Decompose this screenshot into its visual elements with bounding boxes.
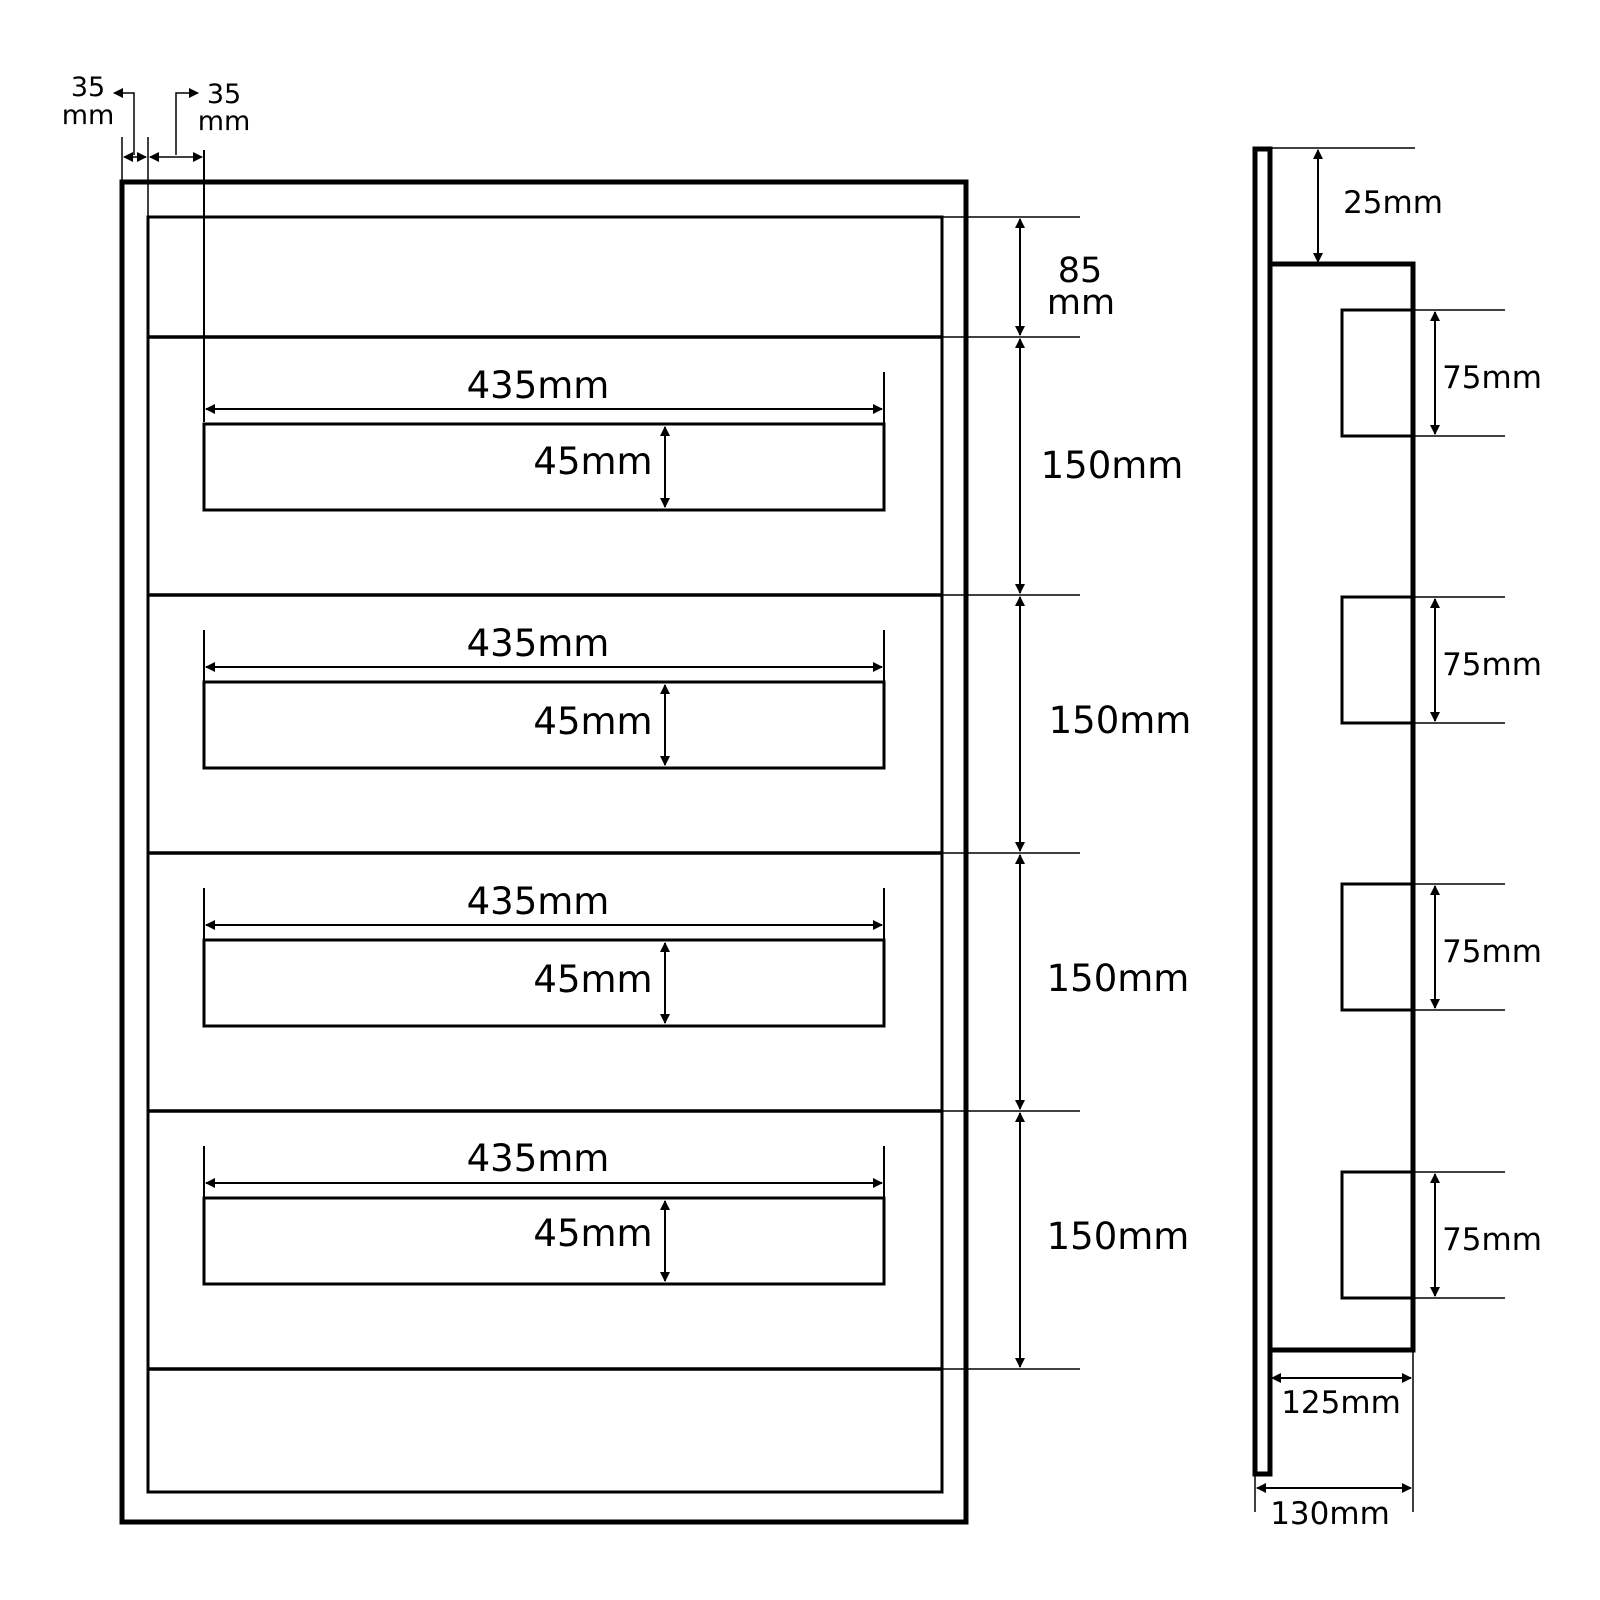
- shelf-depth-label: 45mm: [533, 1212, 652, 1255]
- spacing-label-1: 150mm: [1041, 444, 1184, 487]
- shelf-depth-label: 45mm: [533, 440, 652, 483]
- depth-dimensions: 125mm 130mm: [1254, 1350, 1414, 1532]
- spacing-label-4: 150mm: [1047, 1215, 1190, 1258]
- side-body: [1267, 261, 1416, 1353]
- shelf-slot: [202, 1196, 886, 1286]
- margin-outer-value: 35: [71, 72, 105, 103]
- shelf-2: 435mm 45mm: [202, 622, 886, 770]
- shelf-slot: [202, 680, 886, 770]
- top-band-value: 85: [1058, 251, 1103, 291]
- total-depth-label: 130mm: [1270, 1496, 1390, 1532]
- bracket-1: [1340, 308, 1415, 438]
- vertical-dimensions: 85 mm 150mm 150mm 150mm 150mm: [942, 216, 1192, 1370]
- shelf-3: 435mm 45mm: [202, 880, 886, 1028]
- shelf-slot: [202, 422, 886, 512]
- shelf-depth-label: 45mm: [533, 958, 652, 1001]
- bracket-4: [1340, 1170, 1415, 1300]
- side-view: 25mm 75mm 75mm 75mm 75mm 125mm: [1252, 146, 1542, 1532]
- outer-frame: [119, 179, 969, 1525]
- inner-depth-label: 125mm: [1281, 1385, 1401, 1421]
- shelf-width-label: 435mm: [467, 622, 610, 665]
- bracket-label-1: 75mm: [1442, 360, 1542, 396]
- left-margin-dimensions: 35 mm 35 mm: [62, 72, 251, 422]
- bracket-2: [1340, 595, 1415, 725]
- margin-inner-value: 35: [207, 79, 241, 110]
- spacing-label-3: 150mm: [1047, 957, 1190, 1000]
- shelf-depth-label: 45mm: [533, 700, 652, 743]
- top-offset-label: 25mm: [1343, 185, 1443, 221]
- margin-outer-unit: mm: [62, 100, 115, 131]
- shelf-width-label: 435mm: [467, 1137, 610, 1180]
- shelf-4: 435mm 45mm: [202, 1137, 886, 1286]
- shelf-1: 435mm 45mm: [202, 364, 886, 512]
- front-view: 35 mm 35 mm 435mm 45mm 435mm 45mm: [62, 72, 1192, 1525]
- bracket-dimensions: 75mm 75mm 75mm 75mm: [1413, 309, 1542, 1299]
- shelf-width-label: 435mm: [467, 880, 610, 923]
- spacing-label-2: 150mm: [1049, 699, 1192, 742]
- top-band-unit: mm: [1047, 283, 1115, 323]
- bracket-label-4: 75mm: [1442, 1222, 1542, 1258]
- bracket-label-2: 75mm: [1442, 647, 1542, 683]
- bracket-label-3: 75mm: [1442, 934, 1542, 970]
- margin-inner-unit: mm: [198, 106, 251, 137]
- bracket-3: [1340, 882, 1415, 1012]
- shelf-width-label: 435mm: [467, 364, 610, 407]
- shelf-slot: [202, 938, 886, 1028]
